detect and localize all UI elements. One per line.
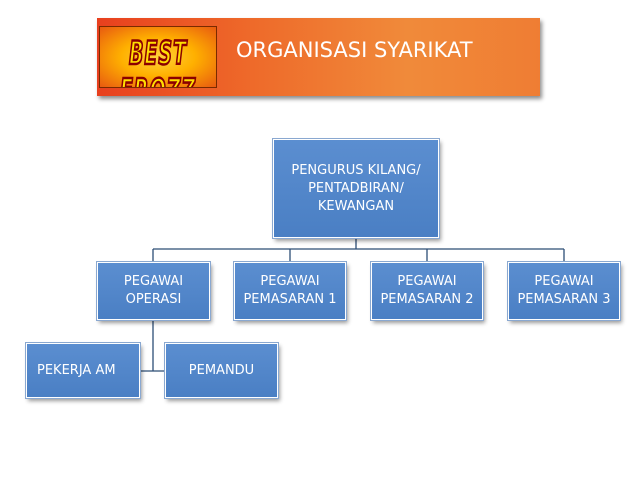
node-pegawai-pemasaran-2: PEGAWAI PEMASARAN 2: [370, 261, 484, 321]
logo-text: BEST FROZZ: [119, 34, 196, 87]
node-label: PEMANDU: [188, 362, 255, 378]
page-title: ORGANISASI SYARIKAT: [236, 38, 473, 62]
node-label: PEGAWAI PEMASARAN 3: [517, 274, 611, 307]
node-pegawai-operasi: PEGAWAI OPERASI: [96, 261, 211, 321]
node-label: PENGURUS KILANG/ PENTADBIRAN/ KEWANGAN: [291, 162, 421, 214]
node-pengurus-kilang: PENGURUS KILANG/ PENTADBIRAN/ KEWANGAN: [272, 138, 440, 239]
node-label: PEKERJA AM: [37, 362, 116, 378]
node-label: PEGAWAI OPERASI: [123, 274, 184, 307]
node-pegawai-pemasaran-1: PEGAWAI PEMASARAN 1: [233, 261, 347, 321]
node-pegawai-pemasaran-3: PEGAWAI PEMASARAN 3: [507, 261, 621, 321]
node-label: PEGAWAI PEMASARAN 2: [380, 274, 474, 307]
node-pekerja-am: PEKERJA AM: [25, 342, 141, 399]
node-pemandu: PEMANDU: [164, 342, 279, 399]
company-logo: BEST FROZZ: [99, 26, 217, 88]
node-label: PEGAWAI PEMASARAN 1: [243, 274, 337, 307]
